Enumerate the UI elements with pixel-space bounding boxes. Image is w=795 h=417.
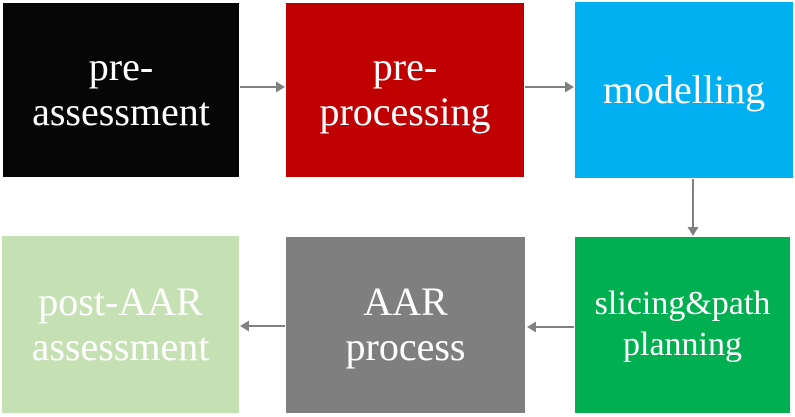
arrow-slicing-to-aar-process-icon — [527, 321, 574, 333]
box-label-line: assessment — [32, 89, 210, 134]
box-label-line: pre- — [372, 44, 438, 90]
box-pre-assessment: pre- assessment — [3, 3, 239, 177]
box-modelling: modelling — [575, 2, 793, 178]
box-label-line: processing — [319, 89, 491, 134]
arrow-aar-process-to-post-aar-icon — [240, 320, 285, 332]
arrow-pre-processing-to-modelling-icon — [525, 81, 574, 93]
box-label-line: planning — [623, 326, 742, 363]
arrow-pre-assessment-to-pre-processing-icon — [240, 81, 285, 93]
box-label-line: post-AAR — [38, 278, 203, 324]
box-post-aar-assessment: post-AAR assessment — [2, 236, 239, 413]
box-slicing-path-planning: slicing&path planning — [575, 237, 790, 413]
box-label-line: assessment — [31, 323, 210, 369]
box-aar-process: AAR process — [286, 237, 525, 413]
box-pre-processing: pre- processing — [286, 3, 524, 177]
box-label-line: pre- — [88, 44, 154, 90]
box-label-line: modelling — [602, 66, 766, 112]
arrow-modelling-to-slicing-icon — [687, 179, 699, 236]
box-label-line: slicing&path — [594, 285, 771, 323]
box-label-line: process — [345, 324, 466, 369]
box-label-line: AAR — [363, 279, 448, 325]
